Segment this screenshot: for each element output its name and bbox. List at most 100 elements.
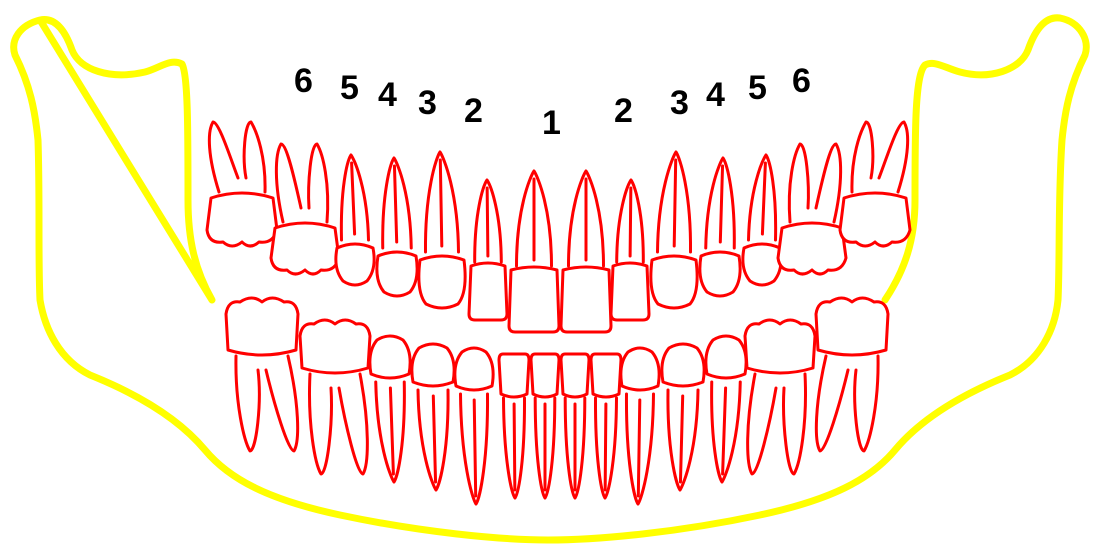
tooth-root — [879, 122, 908, 192]
lower-left-premolar-2 — [370, 336, 410, 482]
root-canal — [605, 404, 606, 490]
tooth-root — [852, 122, 873, 192]
root-canal — [474, 400, 476, 496]
lower-right-molar-1 — [745, 320, 815, 474]
upper-right-canine — [651, 152, 697, 308]
tooth-crown — [561, 267, 611, 332]
tooth-crown — [226, 298, 298, 355]
lower-right-lateral-incisor — [591, 354, 621, 498]
tooth-root — [276, 144, 301, 222]
tooth-crown — [207, 193, 277, 246]
root-canal — [514, 404, 515, 490]
label-right-4: 4 — [706, 76, 725, 114]
label-left-5: 5 — [340, 69, 359, 107]
lower-right-central-incisor — [561, 354, 589, 498]
upper-left-premolar-2 — [336, 155, 374, 285]
tooth-root — [789, 144, 808, 222]
tooth-root — [266, 356, 298, 451]
tooth-crown — [561, 354, 589, 397]
label-center-1: 1 — [542, 104, 561, 142]
tooth-crown — [499, 354, 529, 397]
lower-left-central-incisor — [531, 354, 559, 498]
tooth-labels: 6 5 4 3 2 1 2 3 4 5 6 — [294, 62, 811, 142]
upper-left-premolar-1 — [377, 158, 417, 296]
root-canal — [487, 188, 488, 256]
label-left-4: 4 — [378, 76, 397, 114]
label-right-3: 3 — [670, 84, 689, 122]
root-canal — [638, 400, 640, 496]
upper-teeth — [207, 122, 910, 332]
lower-right-canine — [621, 348, 659, 504]
root-canal — [433, 396, 435, 482]
lower-left-canine — [455, 348, 493, 504]
root-canal — [440, 160, 442, 246]
upper-right-lateral-incisor — [611, 180, 649, 320]
tooth-crown — [455, 348, 493, 390]
tooth-root — [816, 356, 848, 451]
label-left-3: 3 — [418, 84, 437, 122]
tooth-crown — [300, 320, 370, 373]
label-right-6: 6 — [792, 62, 811, 100]
tooth-root — [309, 144, 328, 222]
tooth-root — [310, 374, 332, 474]
tooth-root — [236, 356, 259, 451]
tooth-crown — [370, 336, 410, 378]
tooth-crown — [745, 320, 815, 373]
tooth-crown — [706, 336, 746, 378]
lower-left-premolar-1 — [412, 344, 454, 490]
tooth-root — [816, 144, 841, 222]
upper-right-premolar-2 — [743, 155, 781, 285]
upper-left-canine — [419, 152, 465, 308]
upper-right-premolar-1 — [700, 158, 740, 296]
tooth-crown — [412, 344, 454, 386]
tooth-root — [209, 122, 238, 192]
upper-left-molar-2 — [207, 122, 277, 246]
label-left-6: 6 — [294, 62, 313, 100]
root-canal — [723, 388, 726, 474]
root-canal — [762, 163, 765, 234]
tooth-root — [244, 122, 265, 192]
root-canal — [394, 166, 396, 242]
tooth-crown — [469, 263, 507, 320]
lower-right-premolar-1 — [662, 344, 704, 490]
tooth-crown — [419, 256, 465, 308]
lower-left-molar-1 — [300, 320, 370, 474]
root-canal — [630, 188, 631, 256]
tooth-crown — [591, 354, 621, 397]
tooth-root — [784, 374, 806, 474]
label-right-5: 5 — [748, 69, 767, 107]
tooth-crown — [377, 252, 417, 296]
tooth-crown — [611, 263, 649, 320]
label-right-2: 2 — [614, 92, 633, 130]
tooth-crown — [336, 244, 374, 285]
tooth-root — [339, 374, 367, 474]
tooth-crown — [621, 348, 659, 390]
root-canal — [352, 163, 355, 234]
tooth-crown — [700, 252, 740, 296]
tooth-root — [748, 374, 776, 474]
tooth-crown — [651, 256, 697, 308]
upper-right-molar-1 — [778, 144, 846, 274]
root-canal — [674, 160, 676, 246]
tooth-crown — [840, 193, 910, 246]
upper-right-molar-2 — [840, 122, 910, 246]
label-left-2: 2 — [464, 92, 483, 130]
tooth-crown — [662, 344, 704, 386]
root-canal — [680, 396, 682, 482]
upper-left-molar-1 — [271, 144, 339, 274]
tooth-crown — [271, 223, 339, 274]
lower-right-molar-2 — [816, 298, 888, 451]
upper-right-central-incisor — [561, 171, 611, 332]
tooth-crown — [509, 267, 559, 332]
lower-right-premolar-2 — [706, 336, 746, 482]
tooth-root — [855, 356, 878, 451]
root-canal — [390, 388, 393, 474]
root-canal — [720, 166, 722, 242]
tooth-crown — [816, 298, 888, 355]
tooth-crown — [531, 354, 559, 397]
tooth-crown — [743, 244, 781, 285]
tooth-crown — [778, 223, 846, 274]
upper-left-lateral-incisor — [469, 180, 507, 320]
